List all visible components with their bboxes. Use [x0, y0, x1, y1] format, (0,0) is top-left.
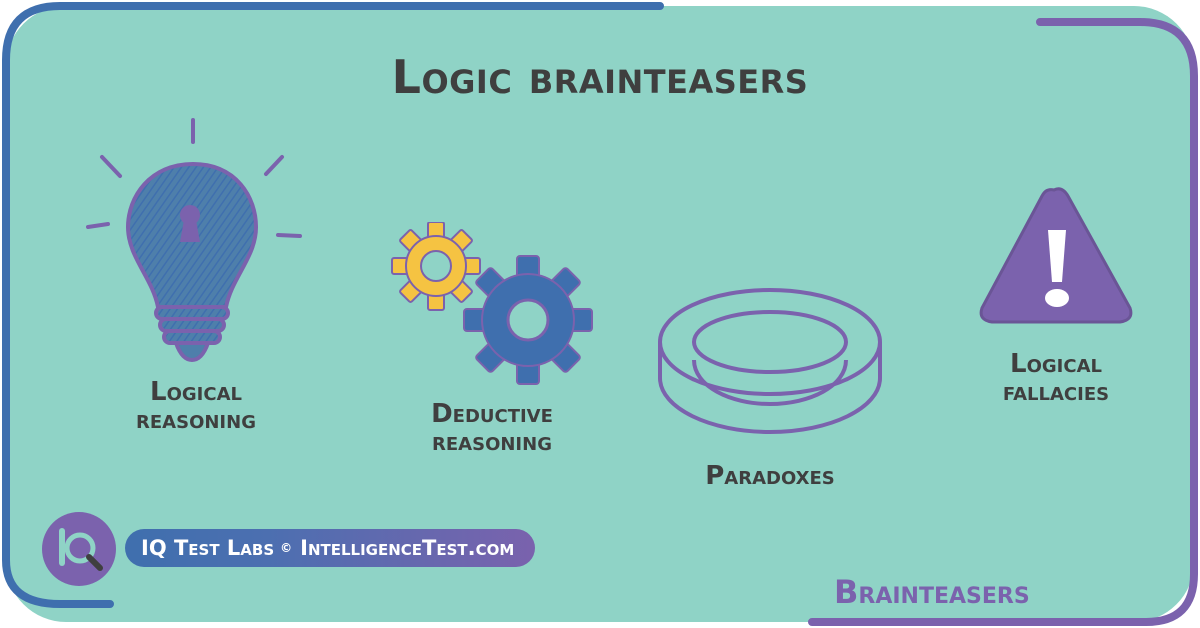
- gears-icon: [391, 222, 593, 385]
- lightbulb-keyhole-icon: [86, 118, 302, 363]
- topic-label-deductive-reasoning: Deductive reasoning: [431, 399, 553, 457]
- topic-label-logical-reasoning: Logical reasoning: [136, 377, 256, 435]
- topic-label-logical-fallacies: Logical fallacies: [1002, 349, 1110, 407]
- copyright-symbol: ©: [280, 541, 293, 555]
- brand-site-link[interactable]: IntelligenceTest.com: [300, 536, 515, 560]
- page-title: Logic brainteasers: [391, 50, 809, 104]
- footer-category-label: Brainteasers: [834, 573, 1030, 611]
- warning-triangle-icon: [979, 187, 1133, 324]
- iq-magnifier-logo-icon: [42, 512, 116, 586]
- topic-label-paradoxes: Paradoxes: [705, 461, 835, 491]
- impossible-ring-icon: [658, 288, 882, 435]
- brand-badge[interactable]: IQ Test Labs © IntelligenceTest.com: [125, 529, 535, 567]
- brand-name: IQ Test Labs: [141, 536, 275, 560]
